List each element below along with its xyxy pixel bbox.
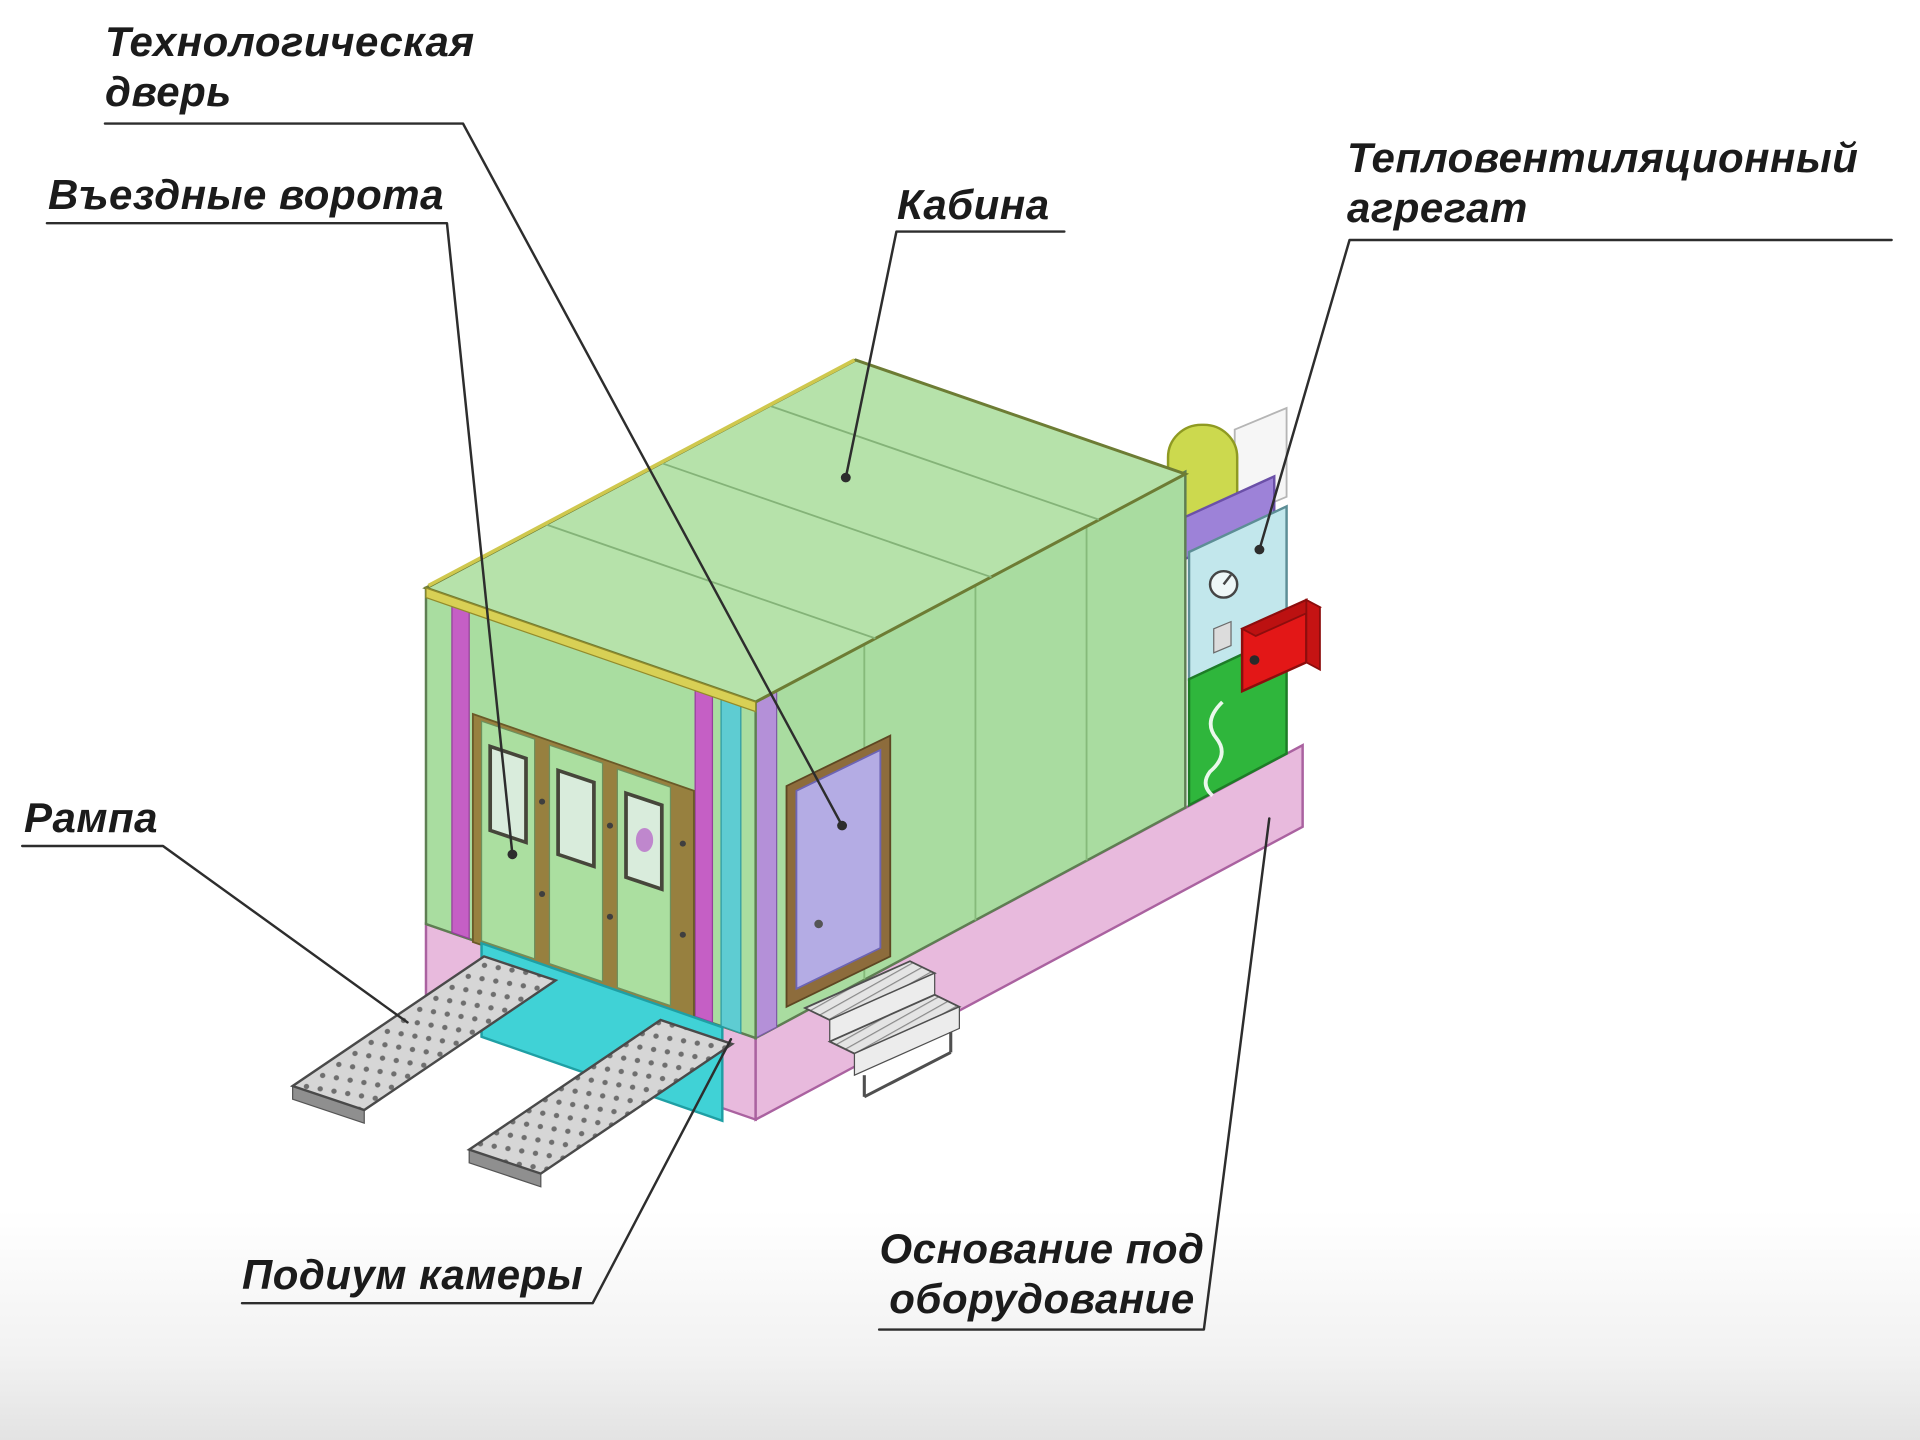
- label-cabin: Кабина: [897, 180, 1050, 230]
- callout-dot-entry-gates: [507, 849, 518, 860]
- gauge-needle: [1222, 574, 1233, 586]
- front-left-trim: [451, 595, 470, 940]
- gauge: [1208, 570, 1239, 599]
- callout-line-tech-door: [103, 122, 844, 827]
- step-riser-lower: [853, 1005, 961, 1077]
- label-heat-unit-line1: Тепловентиляционный: [1347, 134, 1859, 181]
- label-entry-gates-text: Въездные ворота: [48, 171, 444, 218]
- heat-vent-unit: [1187, 504, 1322, 808]
- label-heat-unit: Тепловентиляционный агрегат: [1347, 133, 1858, 232]
- label-equipment-base-line2: оборудование: [889, 1274, 1195, 1322]
- ramp-2: [466, 1018, 735, 1175]
- roof-seam: [768, 404, 1100, 521]
- callout-line-ramp: [20, 844, 409, 1024]
- tech-door: [795, 748, 882, 991]
- gate-window-1: [488, 743, 528, 845]
- step-rail: [863, 1051, 952, 1099]
- ramp-area: [289, 941, 735, 1188]
- booth-body: [422, 358, 1190, 1041]
- corner-post: [755, 690, 778, 1039]
- callout-dot-cabin: [840, 472, 851, 483]
- callout-line-podium: [240, 1038, 733, 1305]
- callout-line-cabin: [844, 230, 1066, 479]
- callout-dot-heat-unit: [1254, 544, 1265, 555]
- callout-line-entry-gates: [45, 222, 514, 856]
- roof-eave-trim: [425, 587, 757, 713]
- label-tech-door-line2: дверь: [105, 67, 232, 115]
- label-heat-unit-line2: агрегат: [1347, 183, 1528, 231]
- ramp-1: [289, 955, 559, 1112]
- cabinet-logo: [1203, 700, 1224, 797]
- label-ramp: Рампа: [24, 793, 158, 843]
- gate-window-2: [556, 767, 596, 869]
- callout-lines: [20, 122, 1893, 1331]
- gate-hinges: [538, 798, 686, 938]
- roof-edge-trim: [427, 358, 856, 588]
- burner-detail: [1249, 655, 1260, 665]
- label-equipment-base: Основание под оборудование: [877, 1224, 1207, 1323]
- roof-seam: [661, 462, 992, 579]
- label-entry-gates: Въездные ворота: [48, 170, 444, 220]
- panel-switch: [1213, 620, 1232, 654]
- callout-line-heat-unit: [1258, 238, 1893, 551]
- callout-line-base: [877, 817, 1271, 1331]
- callout-dots: [507, 472, 1265, 860]
- door-handle: [814, 919, 823, 929]
- label-podium: Подиум камеры: [242, 1250, 583, 1300]
- burner-box-side: [1305, 598, 1321, 672]
- label-ramp-text: Рампа: [24, 794, 158, 841]
- label-cabin-text: Кабина: [897, 181, 1050, 228]
- callout-dot-tech-door: [837, 820, 848, 831]
- window-reflection: [635, 828, 654, 852]
- label-tech-door: Технологическая дверь: [105, 17, 475, 116]
- front-right-trim: [694, 679, 714, 1024]
- label-equipment-base-line1: Основание под: [879, 1225, 1205, 1272]
- service-steps: [802, 960, 962, 1099]
- label-podium-text: Подиум камеры: [242, 1251, 584, 1298]
- front-corner-trim: [720, 689, 742, 1035]
- label-tech-door-line1: Технологическая: [105, 18, 475, 65]
